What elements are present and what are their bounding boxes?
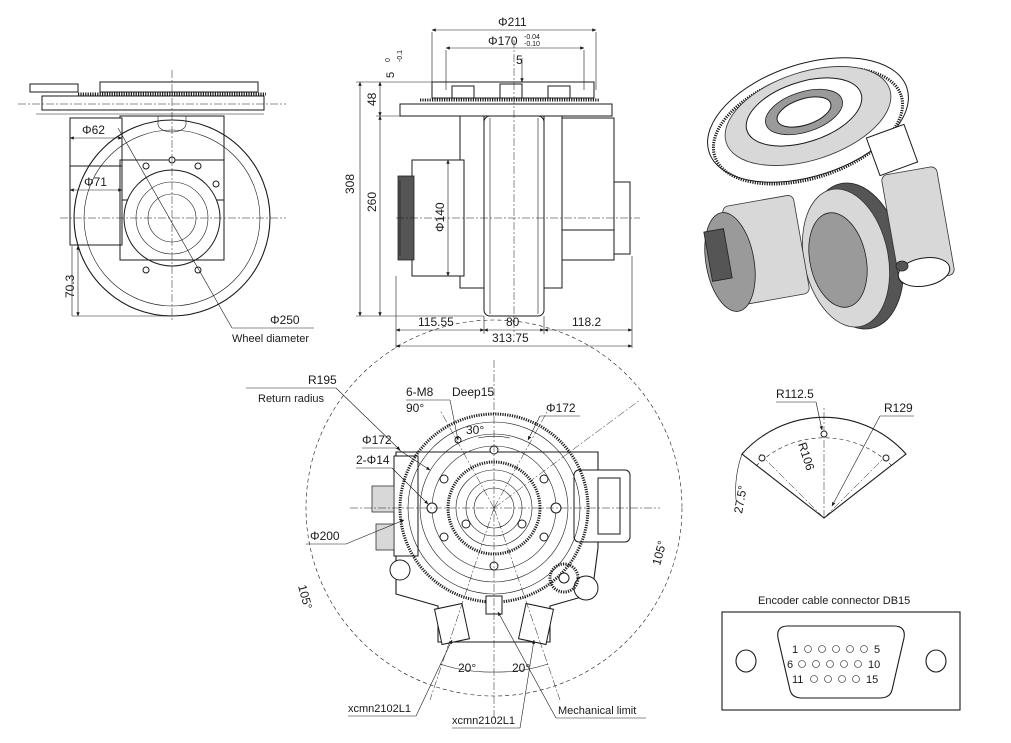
front-mount-plate (399, 103, 613, 117)
front-width-115-55: 115.55 (418, 315, 454, 329)
top-encoder-connector (371, 485, 395, 513)
top-dia-200: Φ200 (310, 529, 340, 543)
top-angle-105-left: 105° (295, 583, 315, 611)
top-angle-105-right: 105° (649, 539, 669, 567)
side-view: Φ62 Φ71 70.3 Φ250 Wheel diameter (18, 70, 314, 345)
front-dia-170: Φ170 (488, 34, 518, 48)
top-holes-6m8: 6-M8 (406, 385, 434, 399)
side-height-70-3: 70.3 (63, 274, 77, 298)
top-r195: R195 (308, 373, 337, 387)
sensor-label-1: xcmn2102L1 (348, 703, 411, 715)
sector-r112-5: R112.5 (776, 387, 814, 401)
sector-angle-27-5: 27.5° (731, 484, 750, 514)
side-dia-250: Φ250 (270, 313, 300, 327)
connector-shell (777, 625, 905, 699)
return-radius-label: Return radius (258, 393, 325, 405)
front-width-313-75: 313.75 (492, 331, 529, 345)
front-height-260: 260 (365, 192, 379, 212)
front-dia-211: Φ211 (498, 15, 527, 29)
pin-15: 15 (866, 674, 878, 686)
sector-detail: R112.5 R129 R106 27.5° (731, 387, 914, 519)
front-width-80: 80 (506, 315, 520, 329)
side-dia-71: Φ71 (84, 175, 107, 189)
top-angle-20-left: 20° (458, 661, 476, 675)
front-view: Φ211 Φ170 -0.04 -0.10 5 5 0 -0.1 308 48 … (343, 15, 640, 348)
front-small-0: 0 (385, 58, 392, 62)
front-tol-lower: -0.10 (524, 41, 540, 48)
front-width-118-2: 118.2 (572, 315, 601, 329)
connector-screw-right (925, 649, 947, 673)
isometric-view (703, 57, 955, 330)
wheel-diameter-label: Wheel diameter (232, 333, 309, 345)
top-dia-172-left: Φ172 (362, 433, 392, 447)
pin-5: 5 (874, 644, 880, 656)
mechanical-limit-label: Mechanical limit (558, 705, 636, 717)
connector-screw-left (735, 649, 757, 673)
db15-connector: Encoder cable connector DB15 1 5 6 10 11… (721, 595, 961, 711)
side-dia-62: Φ62 (82, 123, 105, 137)
top-view: R195 Return radius 6-M8 Deep15 90° 30° Φ… (246, 319, 683, 729)
connector-frame (721, 611, 961, 711)
front-height-48: 48 (365, 92, 379, 106)
pin-1: 1 (792, 644, 798, 656)
sector-r106: R106 (795, 441, 817, 473)
front-small-01: -0.1 (397, 50, 404, 62)
sector-r129: R129 (884, 401, 913, 415)
pin-11: 11 (792, 674, 803, 686)
pin-10: 10 (868, 659, 880, 671)
upper-side-block (69, 117, 123, 167)
top-pinion-gear (548, 562, 580, 594)
proximity-sensor-left (433, 602, 471, 646)
mounting-plate (41, 95, 265, 111)
front-top-5: 5 (516, 53, 523, 67)
proximity-sensor-right (517, 602, 555, 646)
sensor-label-2: xcmn2102L1 (452, 715, 515, 727)
top-deep15: Deep15 (452, 385, 494, 399)
plate-lug (29, 83, 79, 93)
front-tol-upper: -0.04 (524, 34, 540, 41)
top-dia-172-right: Φ172 (546, 401, 576, 415)
connector-title: Encoder cable connector DB15 (758, 595, 910, 607)
front-height-308: 308 (343, 174, 357, 194)
top-angle-90: 90° (406, 401, 424, 415)
front-small-5: 5 (385, 72, 397, 78)
top-angle-20-right: 20° (512, 661, 530, 675)
pin-6: 6 (787, 659, 793, 671)
front-dia-140: Φ140 (433, 202, 447, 232)
top-holes-2phi14: 2-Φ14 (356, 453, 390, 467)
top-angle-30: 30° (466, 423, 484, 437)
gear-top-plate (99, 81, 259, 93)
